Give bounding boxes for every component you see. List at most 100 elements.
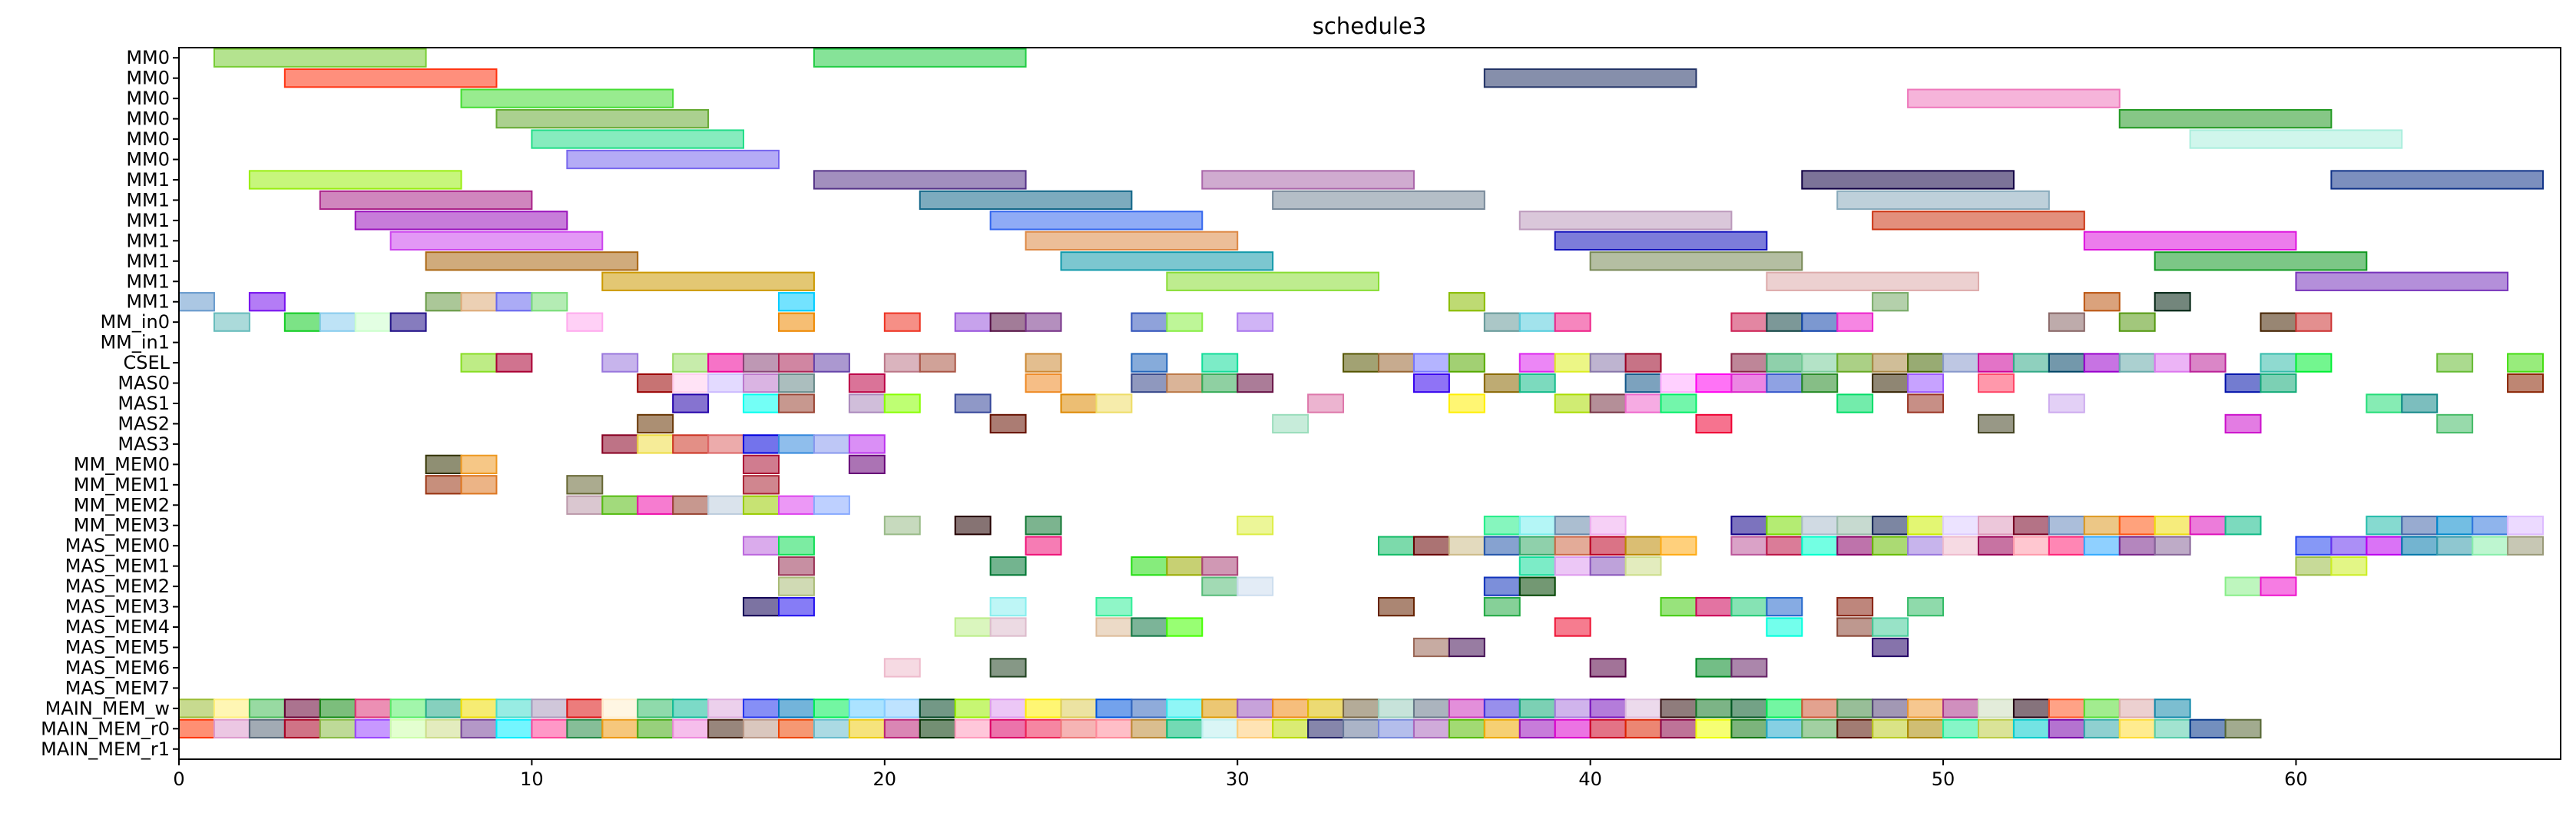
y-tick-label: MM_MEM2 [74, 494, 170, 516]
task-bar [1766, 516, 1803, 536]
task-bar [1589, 516, 1627, 536]
task-bar [1554, 536, 1591, 556]
task-bar [813, 434, 850, 454]
task-bar [1872, 516, 1909, 536]
task-bar [1343, 353, 1379, 373]
task-bar [1483, 312, 1521, 332]
task-bar [1518, 536, 1556, 556]
task-bar [848, 373, 886, 393]
task-bar [1942, 718, 1979, 738]
task-bar [2436, 516, 2474, 536]
task-bar [1695, 596, 1733, 617]
task-bar [2048, 718, 2085, 738]
chart-title: schedule3 [1313, 13, 1426, 39]
task-bar [1589, 536, 1627, 556]
task-bar [566, 495, 604, 515]
task-bar [1237, 516, 1274, 536]
task-bar [2224, 516, 2262, 536]
task-bar [2154, 699, 2191, 718]
task-bar [1412, 718, 1450, 738]
task-bar [848, 699, 886, 718]
y-tick-label: MM_in1 [100, 332, 170, 353]
task-bar [1730, 658, 1768, 678]
task-bar [283, 68, 498, 88]
task-bar [495, 353, 533, 373]
task-bar [1307, 699, 1345, 718]
task-bar [2118, 312, 2156, 332]
task-bar [1589, 556, 1627, 576]
task-bar [460, 88, 674, 108]
task-bar [213, 48, 427, 68]
task-bar [2048, 699, 2085, 718]
task-bar [1624, 536, 1662, 556]
task-bar [1589, 251, 1803, 271]
task-bar [566, 149, 780, 170]
task-bar [1730, 353, 1768, 373]
task-bar [2012, 353, 2050, 373]
task-bar [637, 495, 674, 515]
task-bar [1554, 516, 1591, 536]
task-bar [637, 373, 674, 393]
task-bar [1518, 718, 1556, 738]
task-bar [531, 292, 568, 312]
task-bar [1166, 312, 1204, 332]
task-bar [1483, 576, 1521, 596]
task-bar [1131, 718, 1168, 738]
task-bar [1412, 353, 1450, 373]
task-bar [1766, 373, 1803, 393]
task-bar [1166, 271, 1379, 291]
task-bar [2048, 536, 2085, 556]
task-bar [813, 495, 850, 515]
task-bar [1766, 353, 1803, 373]
task-bar [1237, 576, 1274, 596]
task-bar [883, 699, 921, 718]
task-bar [672, 495, 710, 515]
task-bar [1977, 413, 2015, 434]
task-bar [1483, 68, 1697, 88]
y-tick-label: MAIN_MEM_r0 [41, 718, 170, 739]
task-bar [813, 353, 850, 373]
task-bar [2083, 231, 2297, 251]
task-bar [1131, 312, 1168, 332]
task-bar [813, 699, 850, 718]
task-bar [319, 312, 356, 332]
task-bar [883, 353, 921, 373]
task-bar [2012, 516, 2050, 536]
task-bar [601, 353, 639, 373]
task-bar [319, 699, 356, 718]
task-bar [1836, 617, 1874, 637]
task-bar [954, 312, 992, 332]
task-bar [1448, 536, 1485, 556]
task-bar [1907, 393, 1945, 413]
task-bar [919, 353, 956, 373]
task-bar [743, 718, 780, 738]
task-bar [1907, 718, 1945, 738]
task-bar [1518, 699, 1556, 718]
task-bar [2012, 536, 2050, 556]
task-bar [1872, 699, 1909, 718]
x-tick-label: 10 [520, 768, 544, 790]
task-bar [2260, 312, 2297, 332]
task-bar [1166, 718, 1204, 738]
task-bar [1412, 699, 1450, 718]
task-bar [1801, 170, 2015, 190]
task-bar [2154, 353, 2191, 373]
task-bar [2260, 373, 2297, 393]
task-bar [919, 718, 956, 738]
task-bar [989, 718, 1027, 738]
x-tick-label: 0 [173, 768, 184, 790]
task-bar [601, 495, 639, 515]
task-bar [2507, 536, 2545, 556]
plot-frame [178, 47, 2561, 760]
task-bar [637, 718, 674, 738]
task-bar [248, 718, 286, 738]
y-tick-label: MAS_MEM1 [65, 556, 170, 577]
task-bar [495, 699, 533, 718]
task-bar [2401, 516, 2439, 536]
task-bar [248, 170, 462, 190]
task-bar [1025, 231, 1239, 251]
task-bar [460, 718, 498, 738]
x-tick-label: 30 [1226, 768, 1250, 790]
task-bar [1801, 373, 1839, 393]
task-bar [531, 129, 745, 149]
